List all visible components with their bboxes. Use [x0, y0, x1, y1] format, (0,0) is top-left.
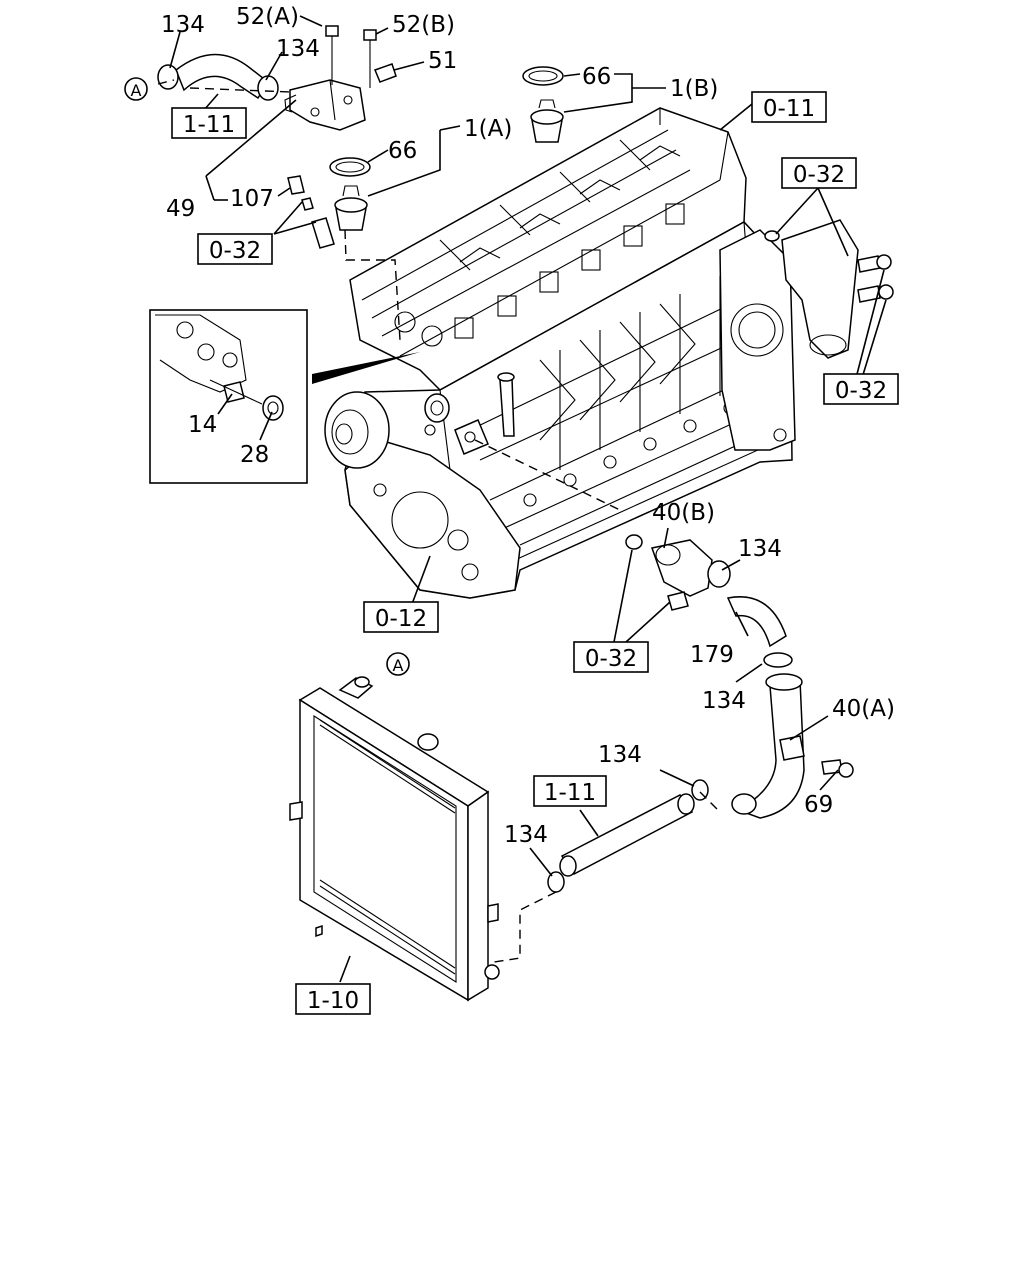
label-14: 14 [188, 412, 217, 438]
svg-text:0-32: 0-32 [793, 162, 845, 188]
ref-box-0-32-lower: 0-32 [573, 641, 649, 673]
engine-assembly [157, 25, 894, 963]
plug-28 [262, 395, 284, 421]
label-134-mid: 134 [276, 36, 320, 62]
inset-pointer [312, 352, 420, 384]
svg-text:0-11: 0-11 [763, 96, 815, 122]
label-134-right: 134 [738, 536, 782, 562]
svg-text:0-32: 0-32 [585, 646, 637, 672]
ref-box-0-12: 0-12 [363, 601, 439, 633]
lower-hose [560, 794, 694, 875]
marker-a-radiator: A [386, 652, 410, 676]
svg-text:1-10: 1-10 [307, 988, 359, 1014]
ref-box-0-32-upper-right: 0-32 [781, 157, 857, 189]
svg-text:0-32: 0-32 [835, 378, 887, 404]
label-49: 49 [166, 196, 195, 222]
label-52b: 52(B) [392, 12, 455, 38]
label-134-top: 134 [161, 12, 205, 38]
label-107: 107 [230, 186, 274, 212]
pipe-40a [736, 679, 805, 819]
label-28: 28 [240, 442, 269, 468]
ref-box-1-11-top: 1-11 [171, 107, 247, 139]
ref-box-1-11-mid: 1-11 [533, 775, 607, 807]
front-cover [344, 439, 521, 599]
water-outlet-housing [289, 79, 366, 131]
label-69: 69 [804, 792, 833, 818]
label-52a: 52(A) [236, 4, 299, 30]
ref-box-1-10: 1-10 [295, 983, 371, 1015]
clamp-134-b [257, 75, 279, 101]
fitting-107 [287, 175, 305, 195]
bolt-52a [325, 25, 339, 37]
bolt-52b [363, 29, 377, 41]
svg-text:1-11: 1-11 [544, 780, 596, 806]
leader-lines [169, 15, 887, 983]
clamp-134-a [157, 64, 179, 90]
label-179: 179 [690, 642, 734, 668]
label-134-lower: 134 [702, 688, 746, 714]
ref-box-0-32-left: 0-32 [197, 233, 273, 265]
label-1b: 1(B) [670, 76, 718, 102]
ref-box-0-11: 0-11 [751, 91, 827, 123]
oring-40b [625, 534, 643, 550]
upper-hose [175, 53, 269, 100]
radiator [289, 676, 500, 1002]
label-66-top: 66 [582, 64, 611, 90]
hose-179 [726, 596, 787, 648]
gasket-66-mid [329, 157, 371, 177]
part-labels: 134 52(A) 52(B) 134 51 66 1(B) 1(A) 66 4… [161, 4, 895, 848]
label-40a: 40(A) [832, 696, 895, 722]
svg-text:A: A [393, 656, 404, 675]
label-40b: 40(B) [652, 500, 715, 526]
clamp-134-hose [691, 779, 709, 801]
svg-text:0-12: 0-12 [375, 606, 427, 632]
svg-text:0-32: 0-32 [209, 238, 261, 264]
label-51: 51 [428, 48, 457, 74]
housing-40b [651, 539, 713, 597]
water-inlet-housing [781, 219, 859, 359]
plug-14 [223, 381, 245, 403]
gasket-66-upper [522, 66, 564, 86]
clip-51 [374, 63, 397, 83]
detail-inset [149, 309, 420, 484]
label-134-hose: 134 [598, 742, 642, 768]
svg-text:A: A [131, 81, 142, 100]
label-1a: 1(A) [464, 116, 512, 142]
svg-text:1-11: 1-11 [183, 112, 235, 138]
label-134-radiator: 134 [504, 822, 548, 848]
crank-pulley [324, 391, 390, 469]
ref-box-0-32-right: 0-32 [823, 373, 899, 405]
marker-a-top: A [124, 77, 148, 101]
label-66-mid: 66 [388, 138, 417, 164]
